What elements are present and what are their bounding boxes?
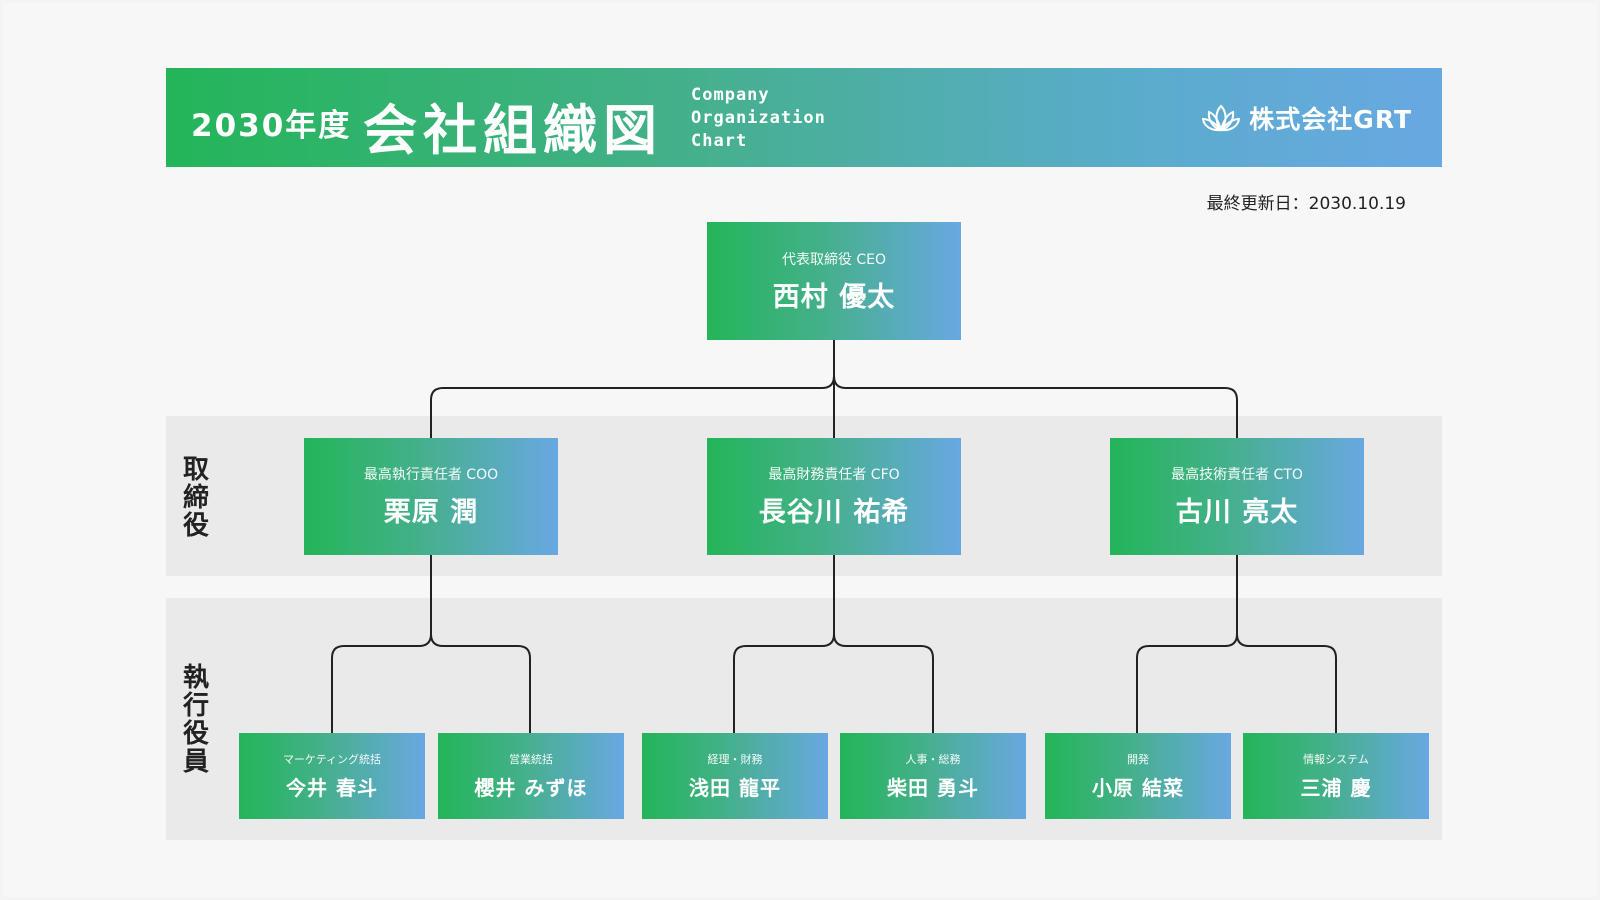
- exec-name: 三浦 慶: [1300, 776, 1372, 800]
- header-title: 会社組織図: [363, 99, 663, 162]
- header-subtitle: Company Organization Chart: [691, 84, 851, 153]
- connector-ceo-board: [430, 340, 835, 438]
- ceo-name: 西村 優太: [772, 281, 896, 313]
- board-name: 古川 亮太: [1175, 497, 1299, 528]
- exec-name: 柴田 勇斗: [887, 776, 979, 800]
- exec-box: 情報システム 三浦 慶: [1243, 733, 1429, 819]
- connector-cfo-execs: [833, 633, 934, 733]
- connector-cfo-execs: [733, 555, 835, 733]
- exec-box: 人事・総務 柴田 勇斗: [840, 733, 1026, 819]
- exec-role: 情報システム: [1303, 753, 1369, 766]
- connector-cto-execs: [1136, 555, 1238, 733]
- exec-role: マーケティング統括: [282, 753, 382, 766]
- exec-name: 浅田 龍平: [689, 776, 781, 800]
- exec-role: 開発: [1127, 753, 1149, 766]
- connector-coo-execs: [331, 555, 432, 733]
- exec-role: 営業統括: [509, 753, 553, 766]
- exec-role: 経理・財務: [707, 753, 763, 766]
- connector-cto-execs: [1236, 633, 1337, 733]
- board-role: 最高財務責任者 CFO: [768, 467, 900, 483]
- company-name: 株式会社GRT: [1249, 105, 1412, 134]
- exec-name: 櫻井 みずほ: [474, 776, 588, 800]
- header-banner: 2030年度 会社組織図 Company Organization Chart …: [166, 68, 1442, 167]
- board-name: 栗原 潤: [383, 497, 479, 528]
- board-box-coo: 最高執行責任者 COO 栗原 潤: [304, 438, 558, 555]
- exec-box: マーケティング統括 今井 春斗: [239, 733, 425, 819]
- exec-role: 人事・総務: [905, 753, 961, 766]
- exec-label: 執行役員: [182, 663, 209, 777]
- board-name: 長谷川 祐希: [758, 497, 910, 528]
- ceo-box: 代表取締役 CEO 西村 優太: [707, 222, 961, 340]
- board-box-cto: 最高技術責任者 CTO 古川 亮太: [1110, 438, 1364, 555]
- company-logo: 株式会社GRT: [1201, 100, 1412, 136]
- connector-coo-execs: [430, 633, 531, 733]
- board-box-cfo: 最高財務責任者 CFO 長谷川 祐希: [707, 438, 961, 555]
- exec-name: 小原 結菜: [1092, 776, 1184, 800]
- header-year: 2030年度: [191, 108, 352, 144]
- board-role: 最高執行責任者 COO: [363, 467, 499, 483]
- board-role: 最高技術責任者 CTO: [1171, 467, 1303, 483]
- connector-ceo-board: [833, 375, 1238, 438]
- exec-box: 開発 小原 結菜: [1045, 733, 1231, 819]
- exec-box: 経理・財務 浅田 龍平: [642, 733, 828, 819]
- header-subtitle-line: Chart: [691, 131, 748, 151]
- last-updated: 最終更新日：2030.10.19: [1206, 194, 1406, 214]
- header-subtitle-line: Organization: [691, 108, 826, 128]
- lotus-icon: [1202, 104, 1241, 132]
- header-subtitle-line: Company: [691, 85, 770, 105]
- ceo-role: 代表取締役 CEO: [781, 251, 887, 268]
- exec-name: 今井 春斗: [286, 776, 378, 800]
- board-label: 取締役: [182, 455, 209, 541]
- exec-box: 営業統括 櫻井 みずほ: [438, 733, 624, 819]
